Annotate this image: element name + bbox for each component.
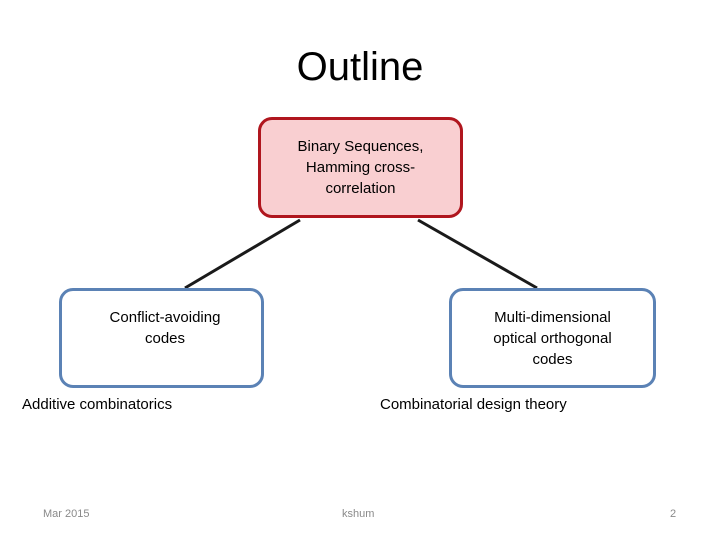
footer-page-number: 2 [670, 508, 677, 520]
caption-combinatorial-design: Combinatorial design theory [380, 396, 567, 413]
node-conflict-avoiding-codes: Conflict-avoiding codes [59, 288, 264, 388]
caption-additive-combinatorics: Additive combinatorics [22, 396, 173, 413]
connector-right [417, 218, 538, 290]
node-optical-orthogonal-codes: Multi-dimensional optical orthogonal cod… [449, 288, 656, 388]
connector-left [184, 218, 301, 290]
node-conflict-avoiding-label: Conflict-avoiding codes [109, 309, 221, 347]
footer-author: kshum [342, 508, 375, 520]
footer-date: Mar 2015 [43, 508, 90, 520]
slide-title: Outline [296, 45, 424, 89]
node-binary-sequences: Binary Sequences, Hamming cross- correla… [258, 117, 463, 218]
